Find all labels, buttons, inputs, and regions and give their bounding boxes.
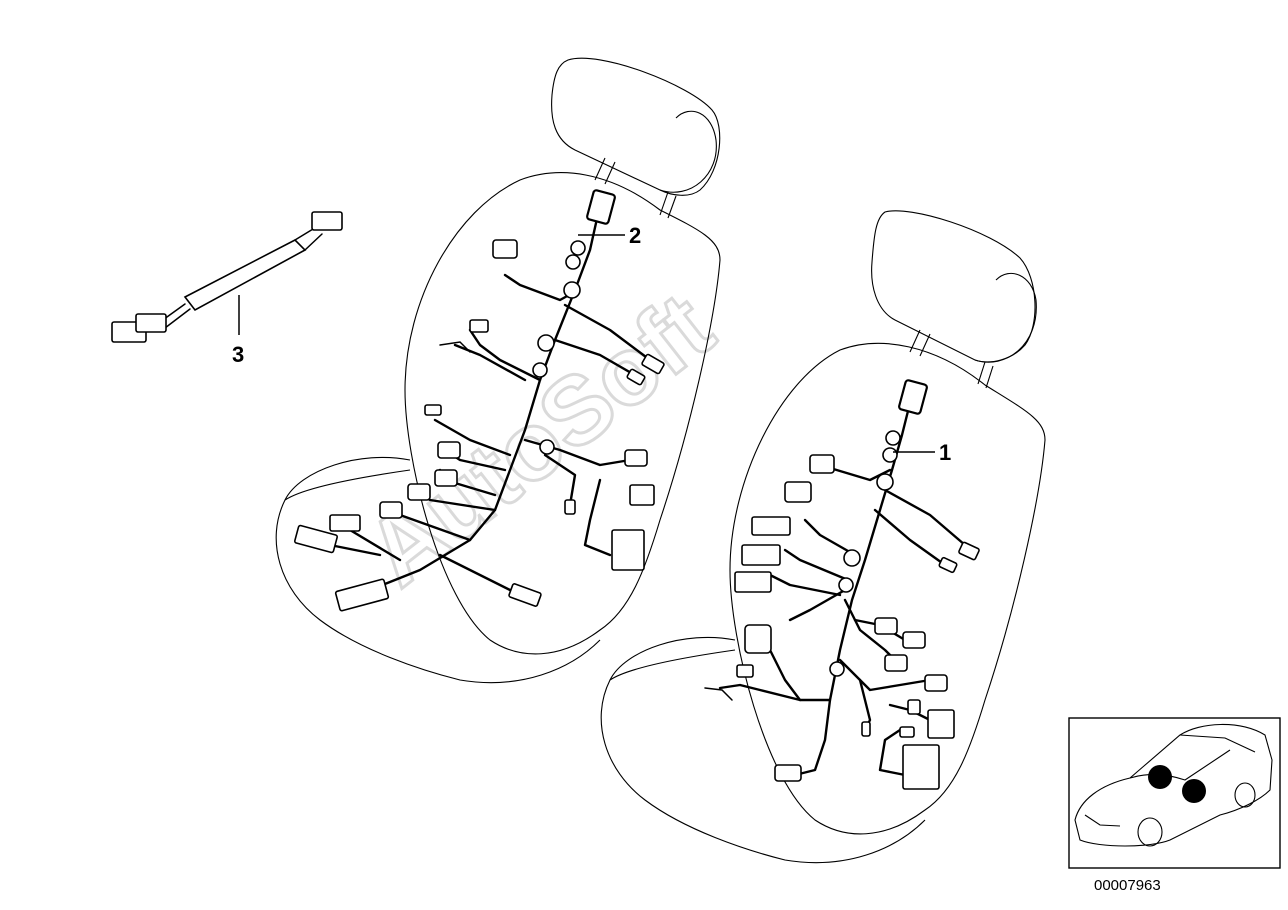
locator-marker-front-seat	[1148, 765, 1172, 789]
callout-1: 1	[893, 440, 951, 465]
callout-3: 3	[232, 342, 244, 367]
left-seat-outline	[275, 57, 721, 684]
catalog-number: 00007963	[1094, 877, 1161, 894]
locator-marker-rear-seat	[1182, 779, 1206, 803]
callout-2: 2	[578, 223, 641, 248]
watermark-text: AutoSoft	[347, 273, 732, 607]
callout-label-3: 3	[232, 342, 244, 367]
watermark: AutoSoft	[346, 271, 734, 608]
right-seat-outline	[600, 210, 1046, 864]
locator-inset	[1068, 717, 1281, 869]
adapter-cable	[111, 211, 343, 343]
left-harness	[294, 189, 665, 612]
right-harness	[704, 379, 980, 790]
inset-frame	[1068, 717, 1281, 869]
callout-label-2: 2	[629, 223, 641, 248]
callout-label-1: 1	[939, 440, 951, 465]
